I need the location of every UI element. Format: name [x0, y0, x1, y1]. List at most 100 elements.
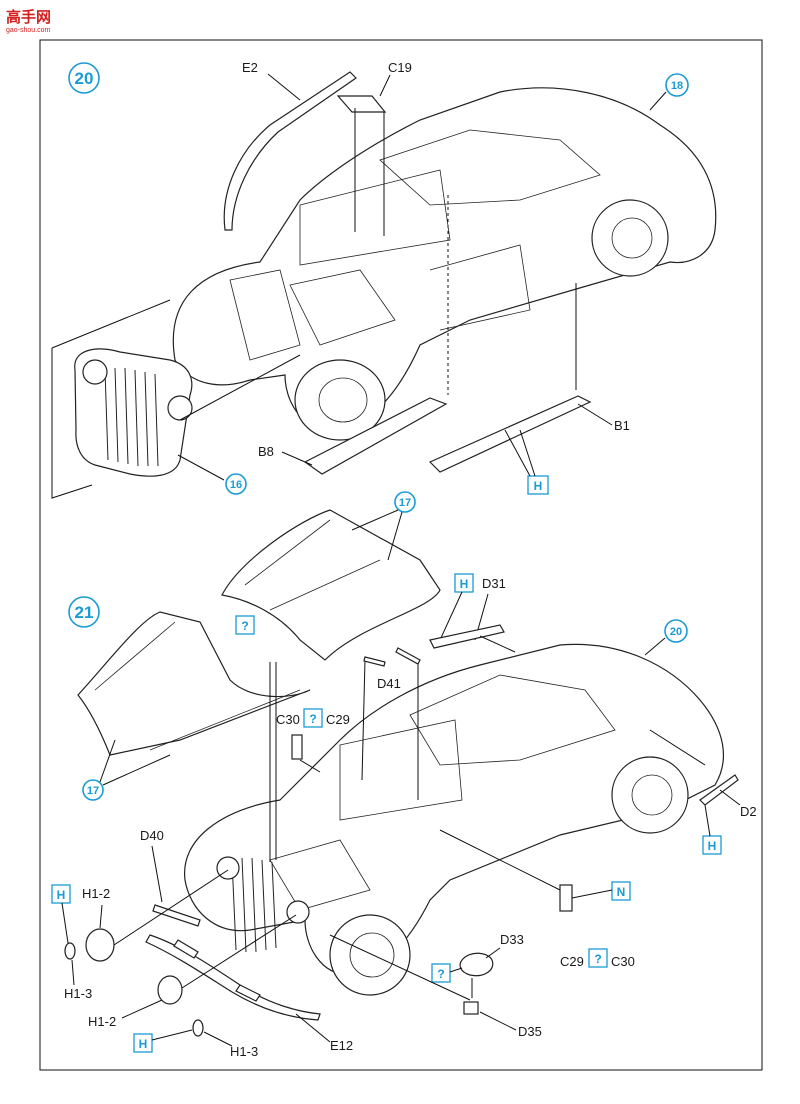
part-d2 [699, 774, 739, 806]
fender-creases [94, 621, 301, 751]
e2-leader [267, 73, 301, 101]
hood-reference-badge [394, 491, 416, 513]
fender-reference-badge [82, 779, 104, 801]
part-hood-17 [221, 509, 441, 661]
label-c30-right: C30 [611, 954, 635, 969]
d40-leader [151, 845, 163, 903]
color-mark-q-c29-label: ? [594, 952, 601, 966]
color-mark-h-bottom-label: H [139, 1037, 148, 1051]
hood-creases [244, 519, 381, 611]
step-21: 21 20 17 ? 17 [51, 491, 757, 1059]
label-h1-3-left: H1-3 [64, 986, 92, 1001]
watermark-title: 高手网 [6, 8, 51, 26]
label-d41: D41 [377, 676, 401, 691]
step-21-badge [68, 596, 100, 628]
part-d41-b [395, 647, 421, 665]
color-mark-q-hood [235, 615, 255, 635]
engine-block [289, 269, 396, 346]
color-mark-q-bottom [431, 963, 451, 983]
grille-housing [74, 348, 193, 477]
rear-hub [631, 774, 673, 816]
h1-3-left-leader [71, 959, 75, 986]
h-step20-leaders [504, 429, 536, 477]
color-mark-h-right-label: H [708, 839, 717, 853]
b8-leader [281, 451, 313, 466]
label-c30-top: C30 [276, 712, 300, 727]
n-right-leader [571, 889, 613, 899]
d35-install-arrow [329, 934, 471, 1001]
bumper-bracket-left [173, 939, 199, 959]
label-c29-top: C29 [326, 712, 350, 727]
label-d35: D35 [518, 1024, 542, 1039]
h1-2-bottom-arrow [181, 914, 297, 989]
color-mark-h-step20-label: H [534, 479, 543, 493]
page-frame [39, 39, 763, 1071]
part-c29-c30-right [559, 884, 573, 912]
step-21-reference-badge [664, 619, 688, 643]
body-shell [184, 643, 724, 976]
color-mark-h-d31 [454, 573, 474, 593]
step-20-badge [68, 62, 100, 94]
h1-3-bottom-leader [203, 1031, 233, 1047]
car-illustration-step-20 [172, 87, 717, 441]
headlight-right [286, 900, 310, 924]
color-mark-h-bottom [133, 1033, 153, 1053]
part-d35 [463, 1001, 479, 1015]
h-right-leader [704, 804, 711, 837]
part-d31 [429, 624, 505, 649]
b1-leader [577, 403, 613, 426]
part-e2 [223, 71, 357, 231]
grille-insert-arrow [179, 354, 301, 421]
watermark: 高手网 gao-shou.com [6, 8, 51, 34]
front-hub [349, 932, 395, 978]
fender-17-leaders [99, 739, 171, 786]
grille-connector [51, 348, 93, 499]
color-mark-q-c29 [588, 948, 608, 968]
label-h1-2-bottom: H1-2 [88, 1014, 116, 1029]
rear-seat [409, 674, 616, 766]
door-panel [429, 244, 531, 331]
label-h1-3-bottom: H1-3 [230, 1044, 258, 1059]
part-c29-c30-top [291, 734, 303, 760]
rear-hub [611, 217, 653, 259]
h-bottom-leader [151, 1029, 193, 1041]
front-wheel [329, 914, 411, 996]
d2-arrow [649, 729, 706, 766]
part-c19 [336, 95, 387, 113]
front-hub [318, 377, 368, 423]
watermark-url: gao-shou.com [6, 27, 51, 34]
step-21-number: 21 [75, 603, 94, 622]
grille-slats [104, 367, 159, 467]
headlight-left [82, 359, 108, 385]
headlight-right [167, 395, 193, 421]
d33-leader [485, 947, 501, 959]
c29-right-arrow [439, 829, 561, 891]
color-mark-q-hood-label: ? [241, 619, 248, 633]
part-b8 [303, 397, 448, 475]
part-h1-3-bottom [192, 1019, 204, 1037]
reference-18-leader [649, 91, 667, 111]
color-mark-n-right-label: N [617, 885, 626, 899]
e12-leader [295, 1013, 331, 1043]
step-21-reference: 20 [670, 626, 682, 638]
step-20-reference-badge [665, 73, 689, 97]
h1-2-left-arrow [113, 869, 229, 946]
label-e12: E12 [330, 1038, 353, 1053]
grille-reference-badge [225, 473, 247, 495]
label-c19: C19 [388, 60, 412, 75]
windshield-frame [339, 719, 463, 821]
c19-leader [379, 74, 391, 97]
d35-leader [479, 1011, 517, 1031]
d2-leader [719, 789, 741, 806]
label-c29-right: C29 [560, 954, 584, 969]
d41-install-arrows [361, 659, 419, 800]
h1-2-bottom-leader [121, 999, 163, 1019]
hood-reference: 17 [399, 497, 411, 509]
color-mark-h-d31-label: H [460, 577, 469, 591]
step-20: 20 18 E2 C19 [51, 60, 717, 499]
color-mark-h-left-label: H [57, 888, 66, 902]
hood-install-arrows [269, 662, 277, 862]
label-d31: D31 [482, 576, 506, 591]
color-mark-q-c30-label: ? [309, 712, 316, 726]
